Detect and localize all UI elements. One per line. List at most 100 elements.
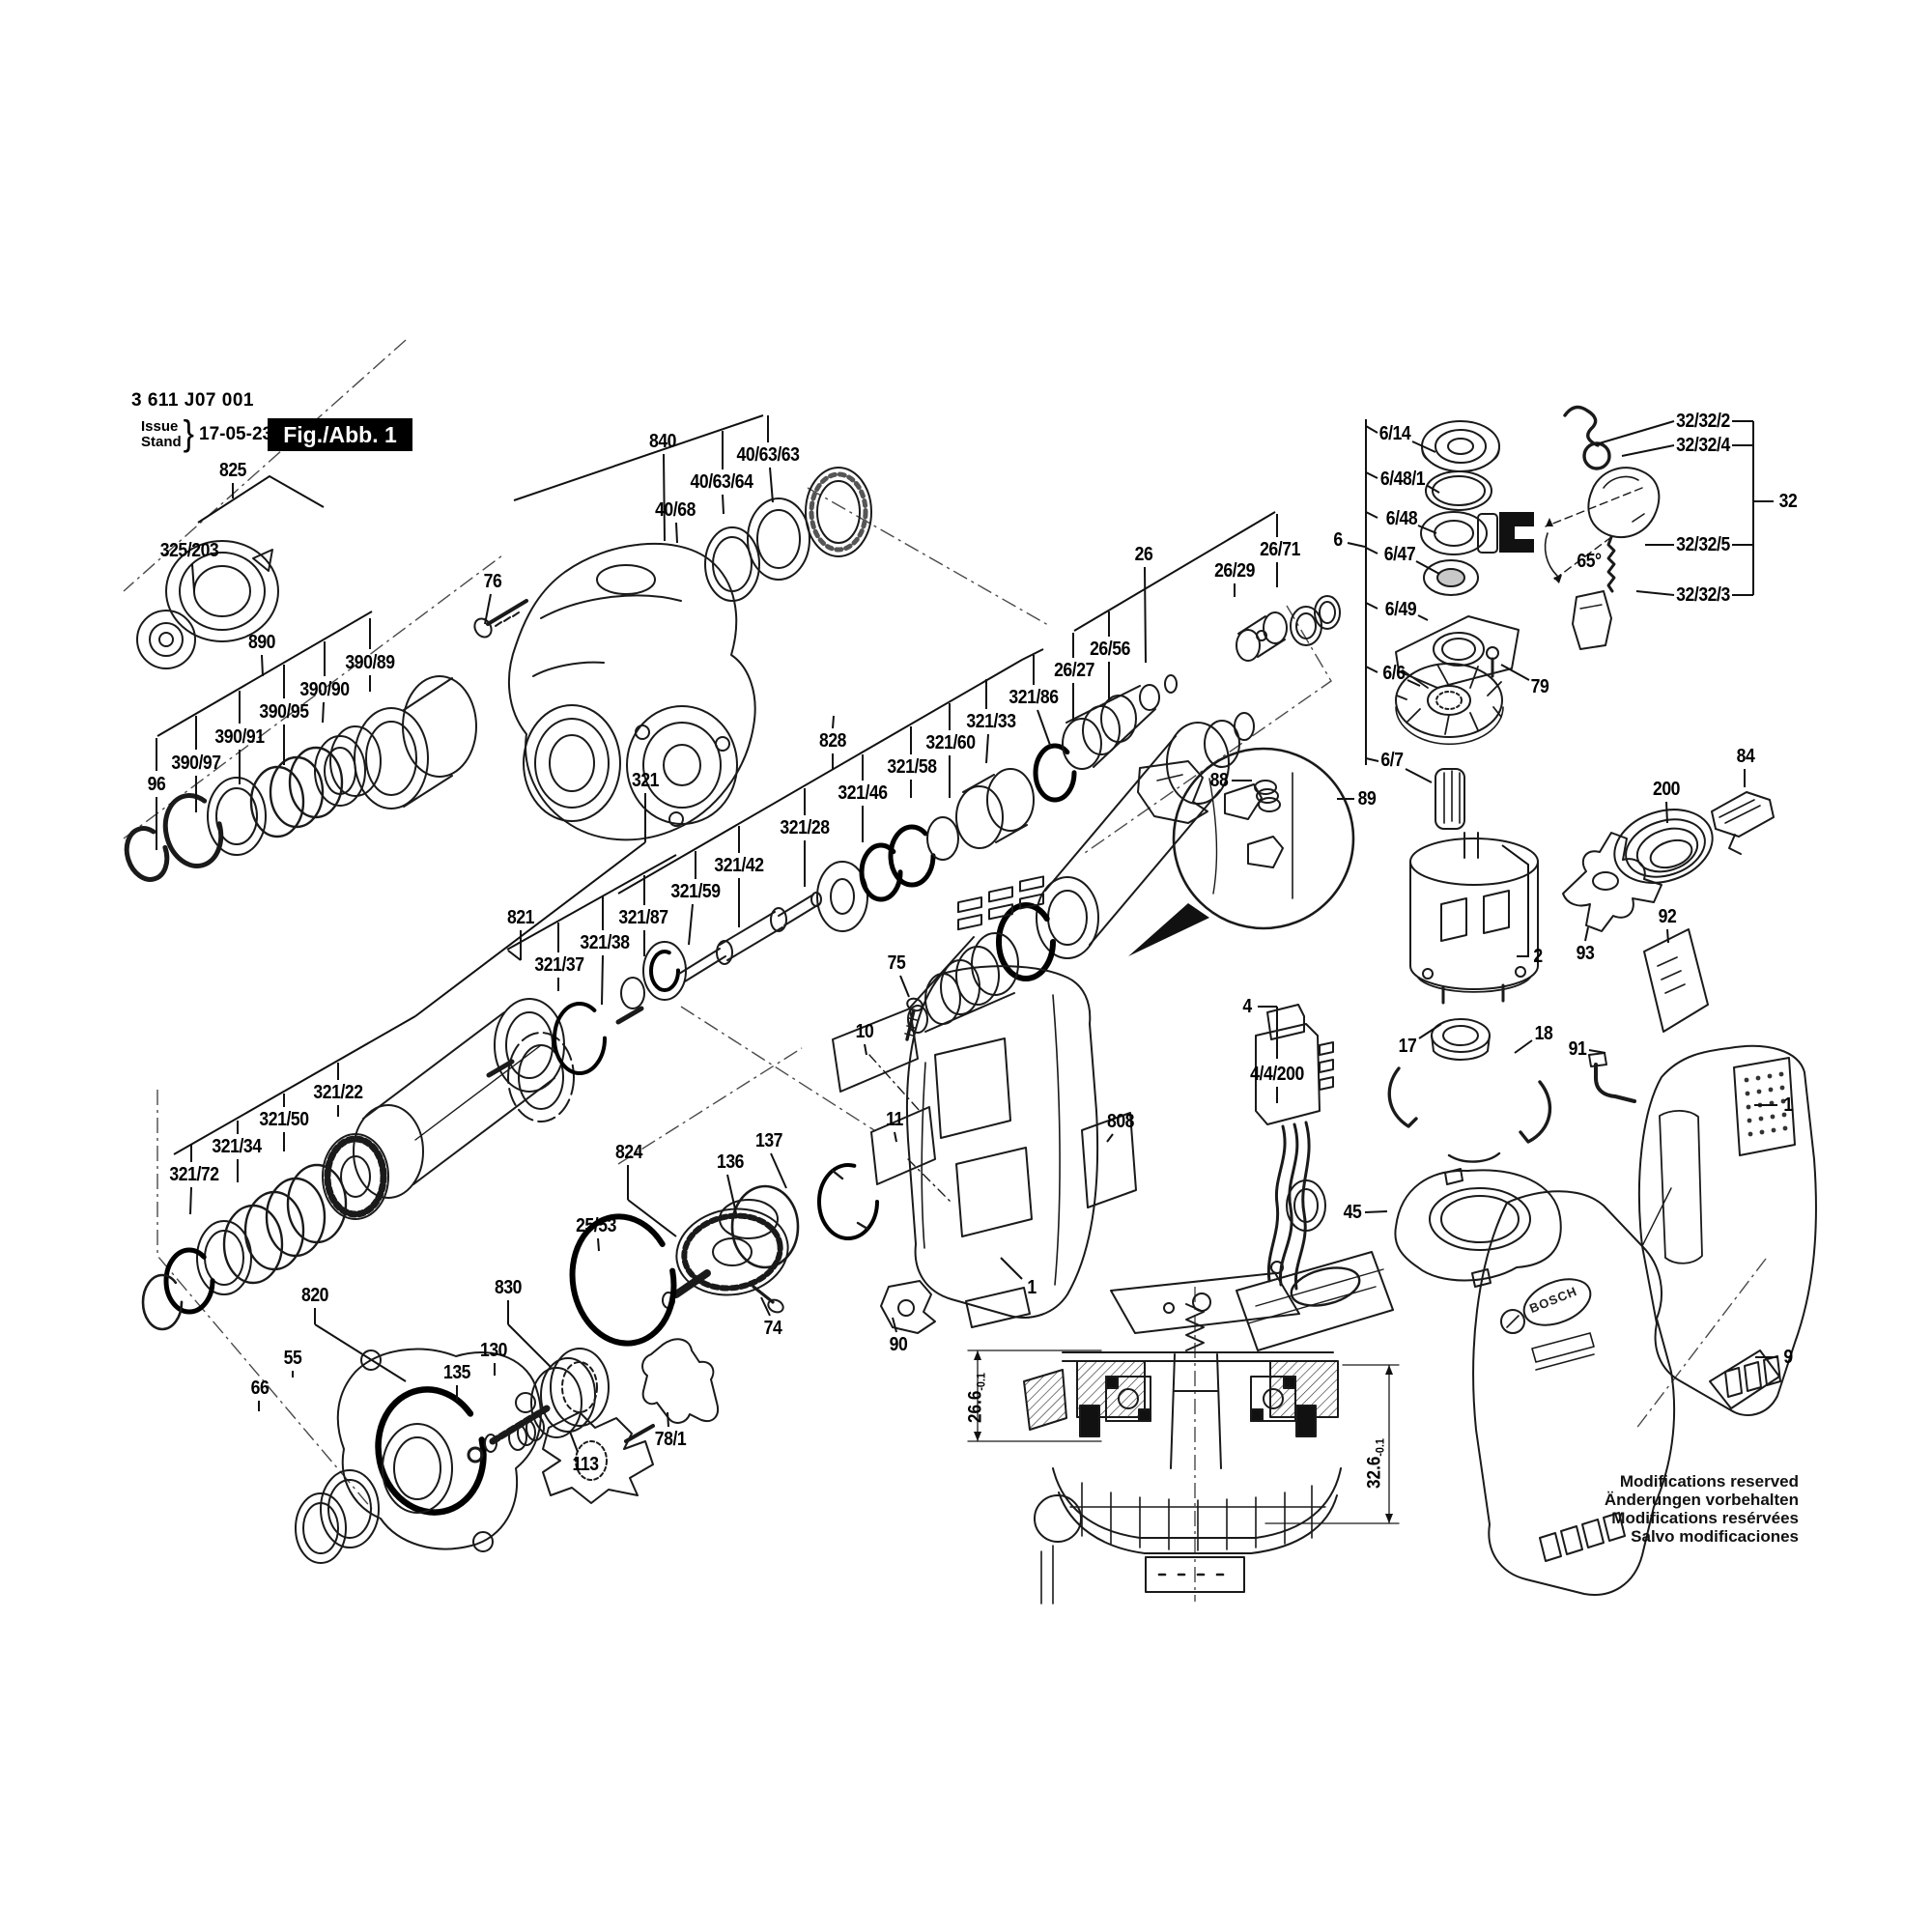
leader-line bbox=[1595, 420, 1675, 445]
bevel-gear-drawing bbox=[569, 1163, 936, 1347]
leader-line bbox=[1144, 566, 1147, 664]
baffle-plate-drawing bbox=[1394, 1168, 1562, 1288]
issue-word-en: Issue bbox=[141, 417, 179, 435]
part-label: 17 bbox=[1398, 1036, 1417, 1057]
part-label: 830 bbox=[494, 1277, 523, 1298]
part-label: 135 bbox=[442, 1362, 471, 1383]
leader-line bbox=[1000, 1257, 1023, 1280]
part-label: 821 bbox=[506, 907, 535, 928]
part-label: 32/32/4 bbox=[1676, 435, 1730, 456]
leader-line bbox=[1364, 1210, 1388, 1213]
part-label: 321/37 bbox=[534, 954, 584, 976]
part-label: 11 bbox=[886, 1109, 903, 1130]
part-label: 90 bbox=[889, 1334, 908, 1355]
part-label: 321/38 bbox=[580, 932, 630, 953]
leader-line bbox=[1588, 1049, 1606, 1054]
leader-line bbox=[1106, 1133, 1114, 1143]
part-label: 32/32/2 bbox=[1676, 411, 1730, 432]
part-label: 808 bbox=[1106, 1111, 1135, 1132]
part-label: 390/89 bbox=[345, 652, 395, 673]
mode-selector-drawing bbox=[1544, 405, 1661, 650]
part-label: 321/58 bbox=[887, 756, 937, 778]
part-label: 32/32/5 bbox=[1676, 534, 1730, 555]
figure-label-box: Fig./Abb. 1 bbox=[268, 418, 412, 451]
part-label: 18 bbox=[1534, 1023, 1553, 1044]
part-label: 6/48/1 bbox=[1379, 469, 1426, 490]
leader-line bbox=[1417, 525, 1437, 534]
part-label: 91 bbox=[1568, 1038, 1587, 1060]
modifications-note-line: Änderungen vorbehalten bbox=[1604, 1491, 1799, 1509]
leader-line bbox=[322, 701, 325, 724]
right-rear-housing-drawing bbox=[1637, 1044, 1817, 1416]
part-label: 89 bbox=[1357, 788, 1377, 810]
part-label: 390/91 bbox=[214, 726, 265, 748]
part-label: 40/68 bbox=[655, 499, 696, 521]
leader-line bbox=[1411, 440, 1436, 453]
modifications-note-line: Modifications resérvées bbox=[1611, 1509, 1799, 1527]
bearing-flange-drawing bbox=[295, 1348, 542, 1564]
detail-magnifier-circle bbox=[1128, 747, 1355, 956]
part-label: 6 bbox=[1333, 529, 1343, 551]
part-label: 6/14 bbox=[1378, 423, 1411, 444]
armature-bearing-stack-drawing bbox=[1395, 420, 1534, 746]
latch-and-spring-drawing bbox=[1137, 760, 1281, 824]
part-label: 321/72 bbox=[169, 1164, 219, 1185]
part-label: 10 bbox=[855, 1021, 874, 1042]
leader-line bbox=[892, 1317, 897, 1333]
cross-section-drawing bbox=[967, 1272, 1400, 1605]
part-label: 890 bbox=[247, 632, 276, 653]
header: 3 611 J07 001 bbox=[131, 390, 254, 412]
issue-date: 17-05-23 bbox=[199, 423, 273, 444]
part-label: 55 bbox=[283, 1348, 302, 1369]
part-label: 6/47 bbox=[1383, 544, 1416, 565]
part-label: 840 bbox=[648, 431, 677, 452]
part-label: 76 bbox=[483, 571, 502, 592]
part-label: 26/56 bbox=[1090, 639, 1130, 660]
dimension-label: 26.6-0.1 bbox=[965, 1373, 988, 1423]
leader-line bbox=[1621, 444, 1675, 457]
part-label: 78/1 bbox=[654, 1429, 687, 1450]
part-label: 26/27 bbox=[1054, 660, 1094, 681]
leader-line bbox=[1514, 1039, 1533, 1054]
part-label: 1 bbox=[1783, 1094, 1793, 1116]
part-label: 390/95 bbox=[259, 701, 309, 723]
leader-line bbox=[1584, 926, 1589, 942]
part-label: 84 bbox=[1736, 746, 1755, 767]
leader-line bbox=[899, 975, 910, 998]
right-small-parts-drawing bbox=[1562, 791, 1775, 1103]
part-label: 824 bbox=[614, 1142, 643, 1163]
part-label: 6/48 bbox=[1385, 508, 1418, 529]
part-label: 321/42 bbox=[714, 855, 764, 876]
leader-line bbox=[1347, 542, 1366, 548]
part-label: 26 bbox=[1134, 544, 1153, 565]
part-label: 321/46 bbox=[838, 782, 888, 804]
part-label: 45 bbox=[1343, 1202, 1362, 1223]
leader-line bbox=[1415, 560, 1440, 575]
leader-line bbox=[1406, 679, 1421, 687]
part-label: 93 bbox=[1576, 943, 1595, 964]
part-label: 66 bbox=[250, 1378, 270, 1399]
leader-line bbox=[675, 522, 678, 544]
left-housing-drawing bbox=[832, 875, 1137, 1328]
part-label: 321/86 bbox=[1009, 687, 1059, 708]
leader-line bbox=[601, 954, 604, 1006]
part-label: 4 bbox=[1242, 996, 1252, 1017]
part-label: 820 bbox=[300, 1285, 329, 1306]
modifications-note-line: Salvo modificaciones bbox=[1631, 1527, 1799, 1546]
leader-line bbox=[832, 715, 835, 729]
leader-line bbox=[985, 733, 989, 764]
issue-stand-block: Issue Stand } 17-05-23 bbox=[141, 413, 273, 454]
issue-word-de: Stand bbox=[141, 433, 182, 450]
part-label: 25/53 bbox=[576, 1215, 616, 1236]
part-label: 325/203 bbox=[159, 540, 219, 561]
part-label: 828 bbox=[818, 730, 847, 752]
leader-line bbox=[726, 1174, 737, 1214]
leader-line bbox=[1037, 709, 1052, 749]
part-label: 96 bbox=[147, 774, 166, 795]
part-label: 113 bbox=[572, 1454, 599, 1475]
leader-line bbox=[1405, 768, 1433, 783]
part-label: 136 bbox=[716, 1151, 745, 1173]
leader-line bbox=[261, 654, 264, 677]
